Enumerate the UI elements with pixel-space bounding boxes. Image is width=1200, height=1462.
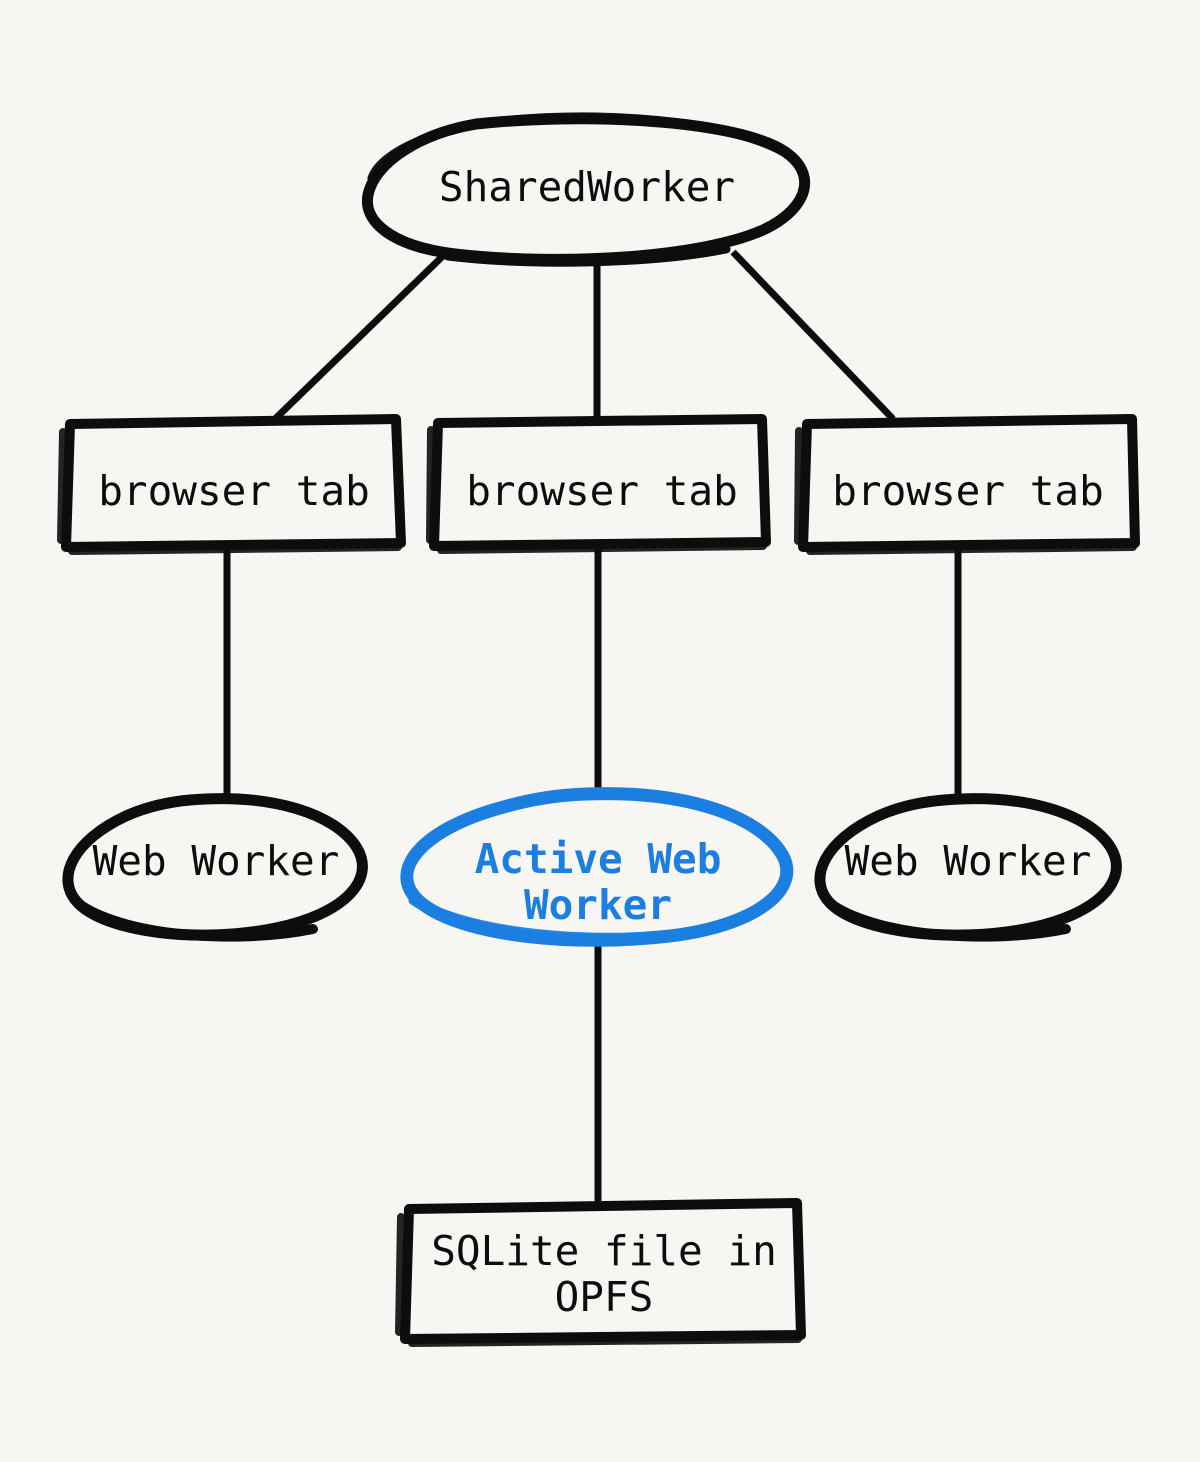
tab-center-outline-overstroke	[426, 426, 435, 544]
node-shared-worker[interactable]: SharedWorker	[362, 112, 811, 267]
tab-center-outline	[429, 414, 771, 551]
node-tab-left[interactable]: browser tab	[57, 414, 406, 555]
storage-label-line1: SQLite file in	[431, 1227, 777, 1275]
tab-center-outline-overstroke-bottom	[437, 542, 767, 554]
shared-worker-label: SharedWorker	[439, 163, 735, 211]
node-worker-left[interactable]: Web Worker	[62, 793, 368, 942]
edge-sharedworker-to-tab-left	[272, 249, 450, 422]
tab-left-outline	[61, 414, 406, 552]
worker-center-label-line2: Worker	[524, 881, 672, 929]
storage-fill	[408, 1206, 799, 1336]
worker-center-ellipse-overstroke	[408, 894, 722, 944]
worker-right-ellipse-fill	[820, 798, 1116, 930]
tab-right-fill	[806, 421, 1134, 545]
worker-left-ellipse-fill	[69, 798, 363, 930]
tab-right-label: browser tab	[832, 467, 1104, 515]
worker-left-label: Web Worker	[93, 837, 340, 885]
worker-right-ellipse-tail	[829, 901, 1071, 942]
tab-right-outline-overstroke	[794, 427, 803, 545]
shared-worker-ellipse-tail	[443, 244, 731, 267]
worker-left-ellipse-tail	[77, 901, 318, 942]
shared-worker-ellipse-fill	[365, 118, 809, 258]
tab-left-outline-overstroke	[57, 428, 67, 544]
shared-worker-ellipse-overstroke	[367, 112, 795, 183]
tab-left-outline-overstroke-bottom	[68, 543, 402, 555]
node-tab-center[interactable]: browser tab	[426, 414, 771, 554]
storage-label-line2: OPFS	[555, 1273, 654, 1321]
node-worker-right[interactable]: Web Worker	[814, 793, 1122, 942]
storage-outline-overstroke	[395, 1213, 405, 1336]
node-storage[interactable]: SQLite file in OPFS	[395, 1198, 806, 1347]
node-tab-right[interactable]: browser tab	[794, 414, 1140, 555]
worker-center-label-line1: Active Web	[475, 835, 722, 883]
tab-left-label: browser tab	[98, 467, 370, 515]
tab-right-outline	[798, 414, 1140, 552]
tab-right-outline-overstroke-bottom	[806, 543, 1137, 555]
edge-sharedworker-to-tab-right	[730, 249, 896, 422]
tab-left-fill	[68, 421, 401, 545]
worker-center-ellipse-fill	[410, 792, 786, 940]
storage-outline	[400, 1198, 806, 1344]
worker-right-label: Web Worker	[845, 837, 1092, 885]
tab-center-fill	[437, 421, 763, 545]
edge-group	[223, 249, 962, 1207]
node-worker-center-active[interactable]: Active Web Worker	[400, 787, 794, 947]
tab-center-label: browser tab	[466, 467, 738, 515]
storage-outline-overstroke-bottom	[408, 1335, 802, 1347]
